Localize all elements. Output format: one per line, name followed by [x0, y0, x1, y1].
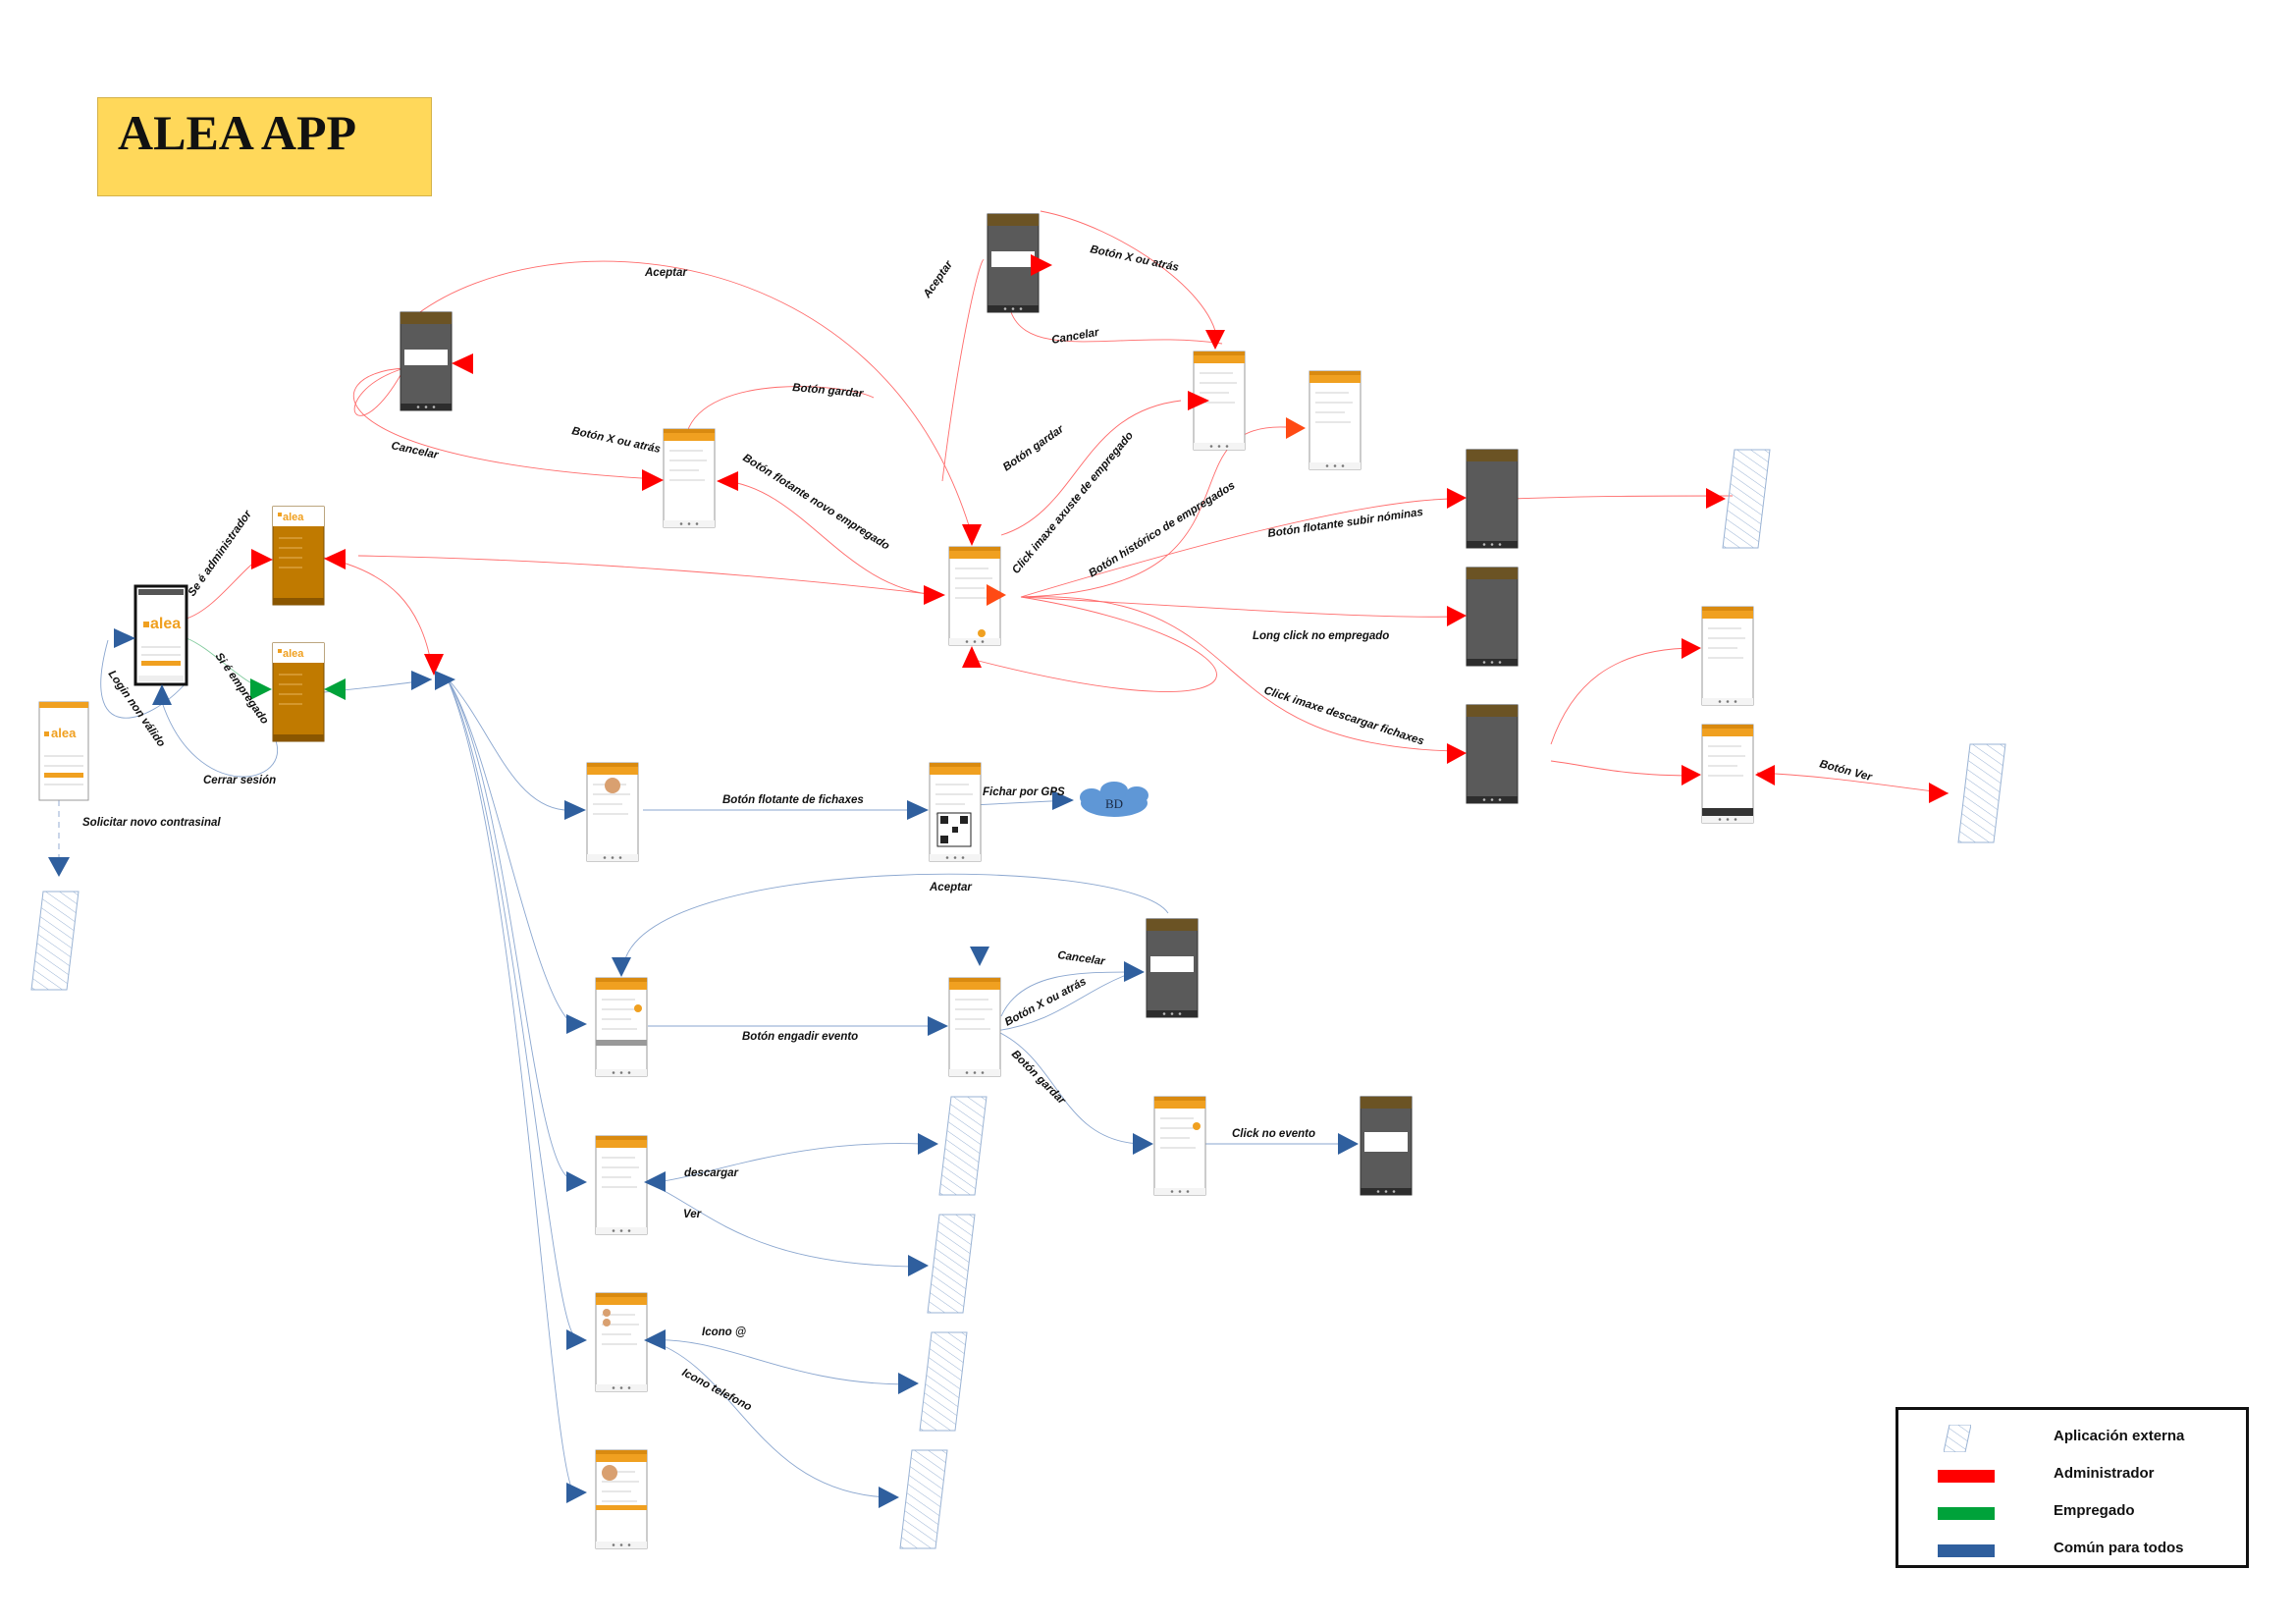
screen-long-click-menu [1466, 567, 1519, 667]
logo-alea-small: alea [51, 726, 77, 740]
legend-label-comun: Común para todos [2054, 1540, 2184, 1556]
screen-login: alea [133, 584, 188, 686]
external-app-viewer [927, 1214, 976, 1314]
admin-arrowheads [251, 254, 1949, 803]
comun-arrowheads [48, 628, 1359, 1508]
external-app-pdf-viewer [1957, 743, 2006, 843]
label-cancelar-top-right: Cancelar [1050, 327, 1099, 347]
dialog-box-top [991, 251, 1035, 267]
screen-calendar [595, 977, 648, 1077]
comun-swatch [1938, 1544, 1995, 1557]
database-cloud: BD [1080, 782, 1148, 817]
database-label: BD [1105, 796, 1123, 811]
label-boton-historico: Botón histórico de empregados [1087, 480, 1237, 580]
label-boton-x-left: Botón X ou atrás [570, 425, 661, 456]
fab-new-employee [978, 629, 986, 637]
label-fichar-gps: Fichar por GPS [983, 786, 1065, 798]
label-solicitar-contrasinal: Solicitar novo contrasinal [82, 817, 221, 829]
logo-alea-empregado: alea [283, 648, 304, 660]
label-cerrar-sesion: Cerrar sesión [203, 775, 276, 786]
screen-checkins-list [1701, 606, 1754, 706]
legend-label-empregado: Empregado [2054, 1502, 2135, 1519]
label-icono-arroba: Icono @ [702, 1326, 746, 1338]
external-app-email [30, 891, 80, 991]
legend-row-comun: Común para todos [1898, 1532, 2246, 1565]
screen-new-event-form [948, 977, 1001, 1077]
label-boton-gardar-right: Botón gardar [1001, 423, 1066, 474]
legend-row-admin: Administrador [1898, 1457, 2246, 1490]
screen-user-profile [595, 1449, 648, 1549]
label-click-descargar-fichaxes: Click imaxe descargar fichaxes [1262, 684, 1425, 747]
empregado-swatch [1938, 1507, 1995, 1520]
legend-row-empregado: Empregado [1898, 1494, 2246, 1528]
label-aceptar-evento: Aceptar [929, 882, 972, 893]
external-app-swatch [1944, 1425, 1971, 1452]
external-app-mail [919, 1331, 968, 1432]
external-app-download [938, 1096, 988, 1196]
admin-connectors [186, 210, 1949, 794]
admin-swatch [1938, 1470, 1995, 1483]
label-long-click: Long click no empregado [1253, 630, 1389, 642]
label-boton-gardar-top: Botón gardar [792, 382, 864, 400]
screen-employee-history [1308, 370, 1362, 470]
external-app-files [1722, 449, 1771, 549]
legend: Aplicación externa Administrador Emprega… [1896, 1407, 2249, 1568]
label-cancelar-left: Cancelar [390, 440, 440, 461]
screen-admin-drawer: alea [272, 506, 325, 606]
label-descargar: descargar [684, 1167, 739, 1179]
screen-new-employee-form [663, 428, 716, 528]
label-click-no-evento: Click no evento [1232, 1128, 1315, 1140]
avatar [605, 778, 620, 793]
screen-empregado-drawer: alea [272, 642, 325, 742]
logo-alea-admin: alea [283, 512, 304, 523]
label-boton-flotante-fichaxes: Botón flotante de fichaxes [722, 794, 864, 806]
label-icono-telefono: Icono telefono [680, 1367, 754, 1413]
screen-download-checkins-dialog [1466, 704, 1519, 804]
label-boton-engadir-evento: Botón engadir evento [742, 1031, 858, 1043]
label-cancelar-evento: Cancelar [1057, 949, 1106, 968]
screen-upload-payroll [1466, 449, 1519, 549]
empregado-arrowheads [250, 678, 346, 700]
logo-alea: alea [150, 616, 181, 632]
label-boton-flotante-novo: Botón flotante novo empregado [740, 452, 891, 552]
label-aceptar-top-left: Aceptar [644, 267, 687, 279]
label-se-administrador: Se é administrador [187, 509, 255, 599]
legend-row-external: Aplicación externa [1898, 1420, 2246, 1453]
external-app-phone [899, 1449, 948, 1549]
label-ver: Ver [683, 1209, 702, 1220]
screen-forgot-password: alea [38, 701, 89, 801]
screen-contacts [595, 1292, 648, 1392]
snackbar [1702, 808, 1753, 816]
legend-label-external: Aplicación externa [2054, 1428, 2185, 1444]
screen-documents-list [595, 1135, 648, 1235]
dialog-box [404, 350, 448, 365]
label-boton-x-evento: Botón X ou atrás [1003, 976, 1089, 1029]
legend-label-admin: Administrador [2054, 1465, 2155, 1482]
label-aceptar-top-center: Aceptar [921, 258, 955, 300]
screen-calendar-event [1153, 1096, 1206, 1196]
label-boton-gardar-evento: Botón gardar [1009, 1049, 1068, 1108]
comun-connectors [58, 639, 1340, 1498]
title-box: ALEA APP [97, 97, 432, 196]
diagram-title: ALEA APP [118, 105, 357, 160]
